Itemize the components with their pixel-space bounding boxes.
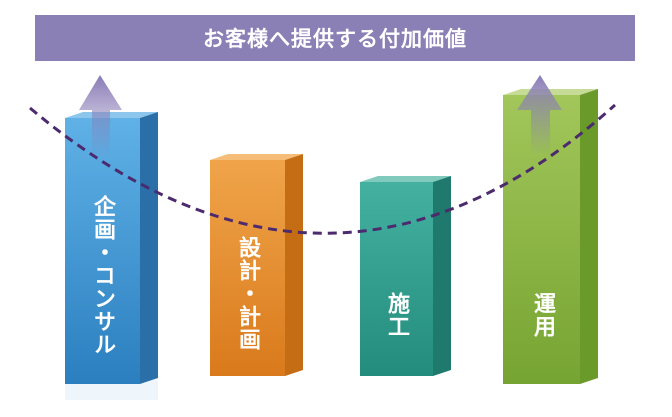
up-arrow-icon	[517, 75, 562, 155]
bar-operation	[503, 89, 598, 384]
bar-design-planning	[210, 154, 303, 376]
bar-label-design-planning: 設計・計画	[235, 236, 260, 351]
up-arrow-icon	[79, 75, 122, 160]
bar-label-operation: 運用	[530, 292, 555, 338]
banner-title: お客様へ提供する付加価値	[203, 27, 467, 51]
bar-label-planning-consulting: 企画・コンサル	[90, 195, 115, 356]
bar-construction	[360, 176, 451, 376]
bar-planning-consulting	[65, 112, 158, 400]
title-banner: お客様へ提供する付加価値	[35, 15, 635, 61]
bar-label-construction: 施工	[384, 292, 409, 338]
